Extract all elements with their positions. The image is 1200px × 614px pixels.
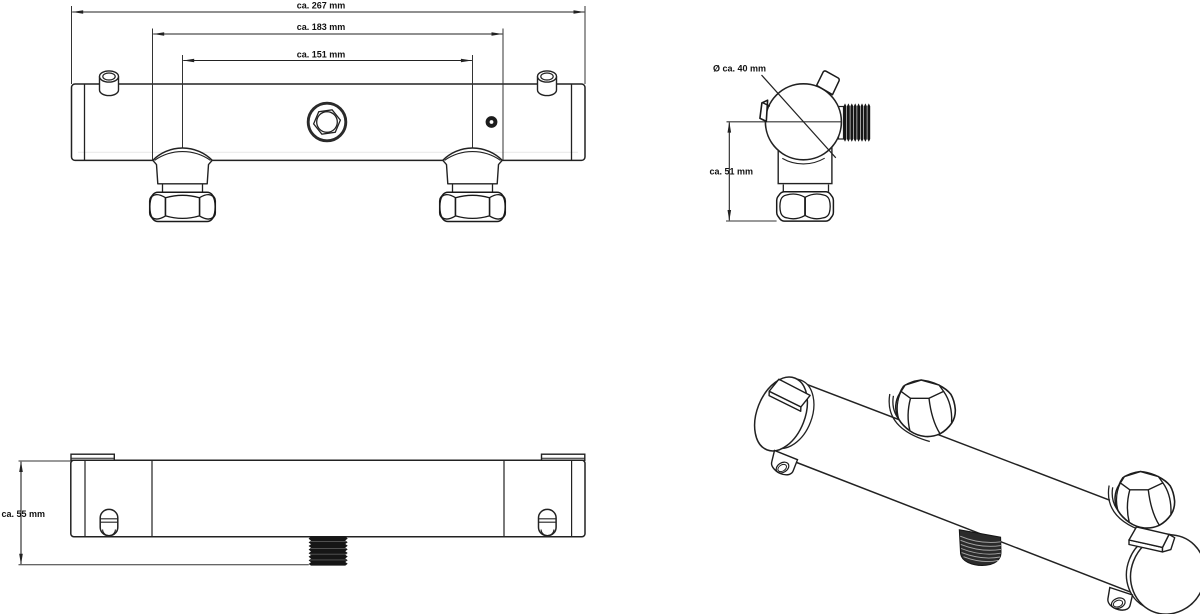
svg-text:ca. 183 mm: ca. 183 mm xyxy=(297,22,346,32)
svg-text:ca. 55 mm: ca. 55 mm xyxy=(2,509,46,519)
svg-text:ca. 151 mm: ca. 151 mm xyxy=(297,49,346,59)
svg-text:ca. 267 mm: ca. 267 mm xyxy=(297,1,346,11)
svg-text:ca. 51 mm: ca. 51 mm xyxy=(710,166,754,176)
svg-text:Ø ca. 40 mm: Ø ca. 40 mm xyxy=(713,63,766,73)
